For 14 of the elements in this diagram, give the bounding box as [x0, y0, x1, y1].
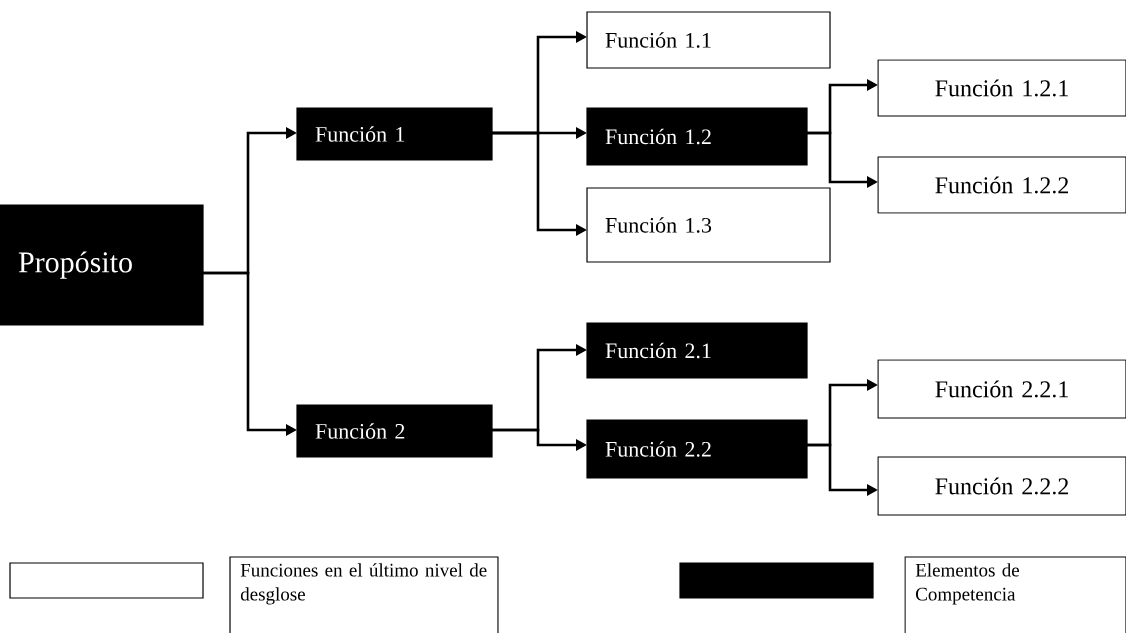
- function-box: Función 1.2.1: [877, 59, 1126, 117]
- function-box-filled: Función 1.2: [586, 107, 808, 166]
- function-box-filled: Función 2: [296, 404, 493, 458]
- function-box-filled: Función 2.1: [586, 322, 808, 379]
- function-box: Función 2.2.1: [877, 359, 1126, 419]
- function-box: Función 1.1: [586, 11, 831, 69]
- legend-box: Elementos de Competencia: [904, 556, 1126, 633]
- function-box: Función 2.2.2: [877, 456, 1126, 516]
- function-box: Función 1.2.2: [877, 156, 1126, 214]
- legend-box: Funciones en el último nivel de desglose: [229, 556, 499, 633]
- purpose-box: Propósito: [0, 204, 204, 326]
- function-box-filled: Función 2.2: [586, 419, 808, 479]
- function-box-filled: Función 1: [296, 107, 493, 161]
- function-box: Función 1.3: [586, 187, 831, 263]
